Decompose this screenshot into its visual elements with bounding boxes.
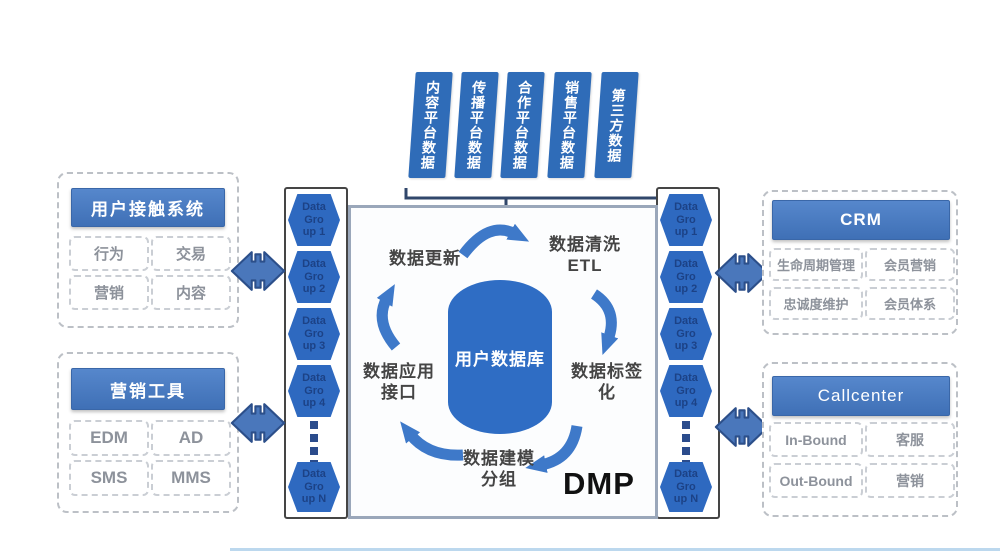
callcenter-item: 营销	[865, 463, 955, 498]
user-touch-system-header: 用户接触系统	[71, 188, 225, 227]
ellipsis-dots-icon	[682, 421, 690, 468]
data-group-hexagon: Data Gro up 2	[288, 251, 340, 303]
user-touch-item: 交易	[151, 236, 231, 271]
crm-panel: CRM 生命周期管理 会员营销 忠诚度维护 会员体系	[762, 190, 958, 335]
user-touch-item: 内容	[151, 275, 231, 310]
data-group-hexagon: Data Gro up N	[660, 462, 712, 512]
crm-item: 忠诚度维护	[769, 287, 863, 320]
data-source-label: 第三方数据	[605, 87, 628, 163]
data-source-label: 内容平台数据	[419, 80, 442, 170]
dmp-title: DMP	[563, 466, 635, 501]
data-group-column-left: Data Gro up 1 Data Gro up 2 Data Gro up …	[284, 187, 348, 519]
step-data-api: 数据应用 接口	[363, 362, 435, 403]
data-group-hexagon: Data Gro up 4	[288, 365, 340, 417]
user-touch-item: 营销	[69, 275, 149, 310]
data-source-label: 合作平台数据	[511, 80, 534, 170]
cycle-arrows-icon	[376, 223, 619, 473]
user-touch-item: 行为	[69, 236, 149, 271]
data-group-hexagon: Data Gro up 3	[288, 308, 340, 360]
data-source-bar: 销售平台数据	[547, 72, 592, 178]
marketing-tool-item: MMS	[151, 460, 231, 496]
step-data-clean-etl: 数据清洗 ETL	[549, 235, 621, 276]
data-source-label: 传播平台数据	[465, 80, 488, 170]
marketing-tool-item: SMS	[69, 460, 149, 496]
callcenter-item: Out-Bound	[769, 463, 863, 498]
step-data-tagging: 数据标签 化	[571, 362, 643, 403]
marketing-tool-item: EDM	[69, 420, 149, 456]
bidirectional-arrow-icon	[230, 251, 286, 291]
dmp-core-box: 数据更新 数据清洗 ETL 数据标签 化 数据建模 分组 数据应用 接口 用户数…	[348, 205, 658, 519]
data-group-hexagon: Data Gro up 1	[660, 194, 712, 246]
callcenter-panel: Callcenter In-Bound 客服 Out-Bound 营销	[762, 362, 958, 517]
bottom-divider	[230, 548, 1000, 551]
callcenter-item: 客服	[865, 422, 955, 457]
user-touch-system-panel: 用户接触系统 行为 交易 营销 内容	[57, 172, 239, 328]
database-cylinder-icon: 用户数据库	[448, 280, 552, 434]
data-source-label: 销售平台数据	[558, 80, 581, 170]
data-source-bar: 内容平台数据	[408, 72, 453, 178]
crm-item: 生命周期管理	[769, 248, 863, 281]
data-group-hexagon: Data Gro up 4	[660, 365, 712, 417]
user-database-label: 用户数据库	[455, 349, 545, 369]
marketing-tools-panel: 营销工具 EDM AD SMS MMS	[57, 352, 239, 513]
marketing-tools-header: 营销工具	[71, 368, 225, 410]
step-data-update: 数据更新	[389, 249, 461, 268]
step-data-modeling: 数据建模 分组	[463, 449, 535, 490]
data-source-bar: 合作平台数据	[500, 72, 545, 178]
data-group-column-right: Data Gro up 1 Data Gro up 2 Data Gro up …	[656, 187, 720, 519]
callcenter-item: In-Bound	[769, 422, 863, 457]
ellipsis-dots-icon	[310, 421, 318, 468]
marketing-tool-item: AD	[151, 420, 231, 456]
crm-item: 会员体系	[865, 287, 955, 320]
data-group-hexagon: Data Gro up 3	[660, 308, 712, 360]
data-group-hexagon: Data Gro up 2	[660, 251, 712, 303]
data-source-bar: 第三方数据	[594, 72, 639, 178]
crm-item: 会员营销	[865, 248, 955, 281]
data-group-hexagon: Data Gro up N	[288, 462, 340, 512]
data-group-hexagon: Data Gro up 1	[288, 194, 340, 246]
callcenter-header: Callcenter	[772, 376, 950, 416]
data-source-bar: 传播平台数据	[454, 72, 499, 178]
bidirectional-arrow-icon	[230, 403, 286, 443]
crm-header: CRM	[772, 200, 950, 240]
